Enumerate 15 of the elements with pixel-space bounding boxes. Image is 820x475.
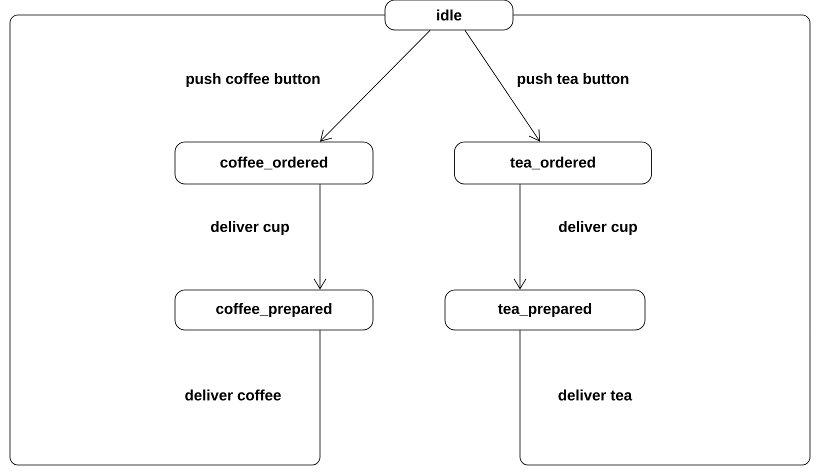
transition-arrow — [314, 184, 326, 290]
edge-label: deliver cup — [559, 221, 637, 235]
edge-label: deliver cup — [211, 221, 289, 235]
edge-label: push tea button — [518, 73, 628, 87]
state-box: tea_ordered — [454, 142, 652, 184]
state-box: tea_prepared — [444, 290, 646, 330]
transition-arrow — [464, 30, 540, 142]
transition-arrow — [514, 184, 526, 290]
edge-label: deliver coffee — [185, 390, 281, 400]
state-box: coffee_prepared — [174, 290, 374, 330]
edge-label: push coffee button — [186, 73, 320, 87]
edge-label: deliver tea — [558, 390, 632, 400]
transition-arrow — [320, 30, 430, 142]
state-box: coffee_ordered — [174, 142, 374, 184]
state-box: idle — [384, 0, 514, 30]
